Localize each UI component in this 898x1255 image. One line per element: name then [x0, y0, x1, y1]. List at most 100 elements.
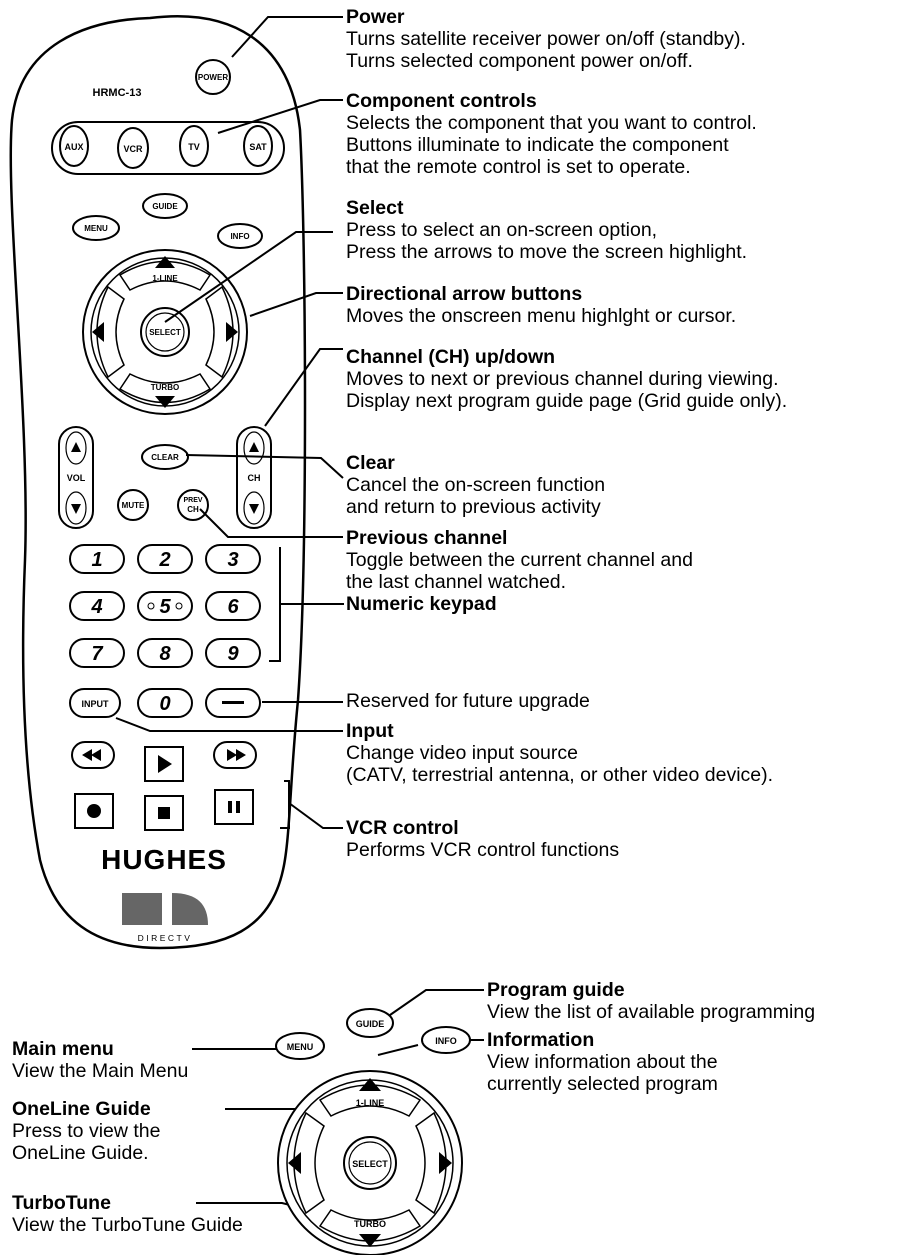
sat-button[interactable]: SAT: [243, 125, 273, 167]
info-desc-1: View information about the: [487, 1051, 718, 1073]
power-desc-1: Turns satellite receiver power on/off (s…: [346, 28, 746, 50]
key-8[interactable]: 8: [137, 638, 193, 668]
guide-button[interactable]: GUIDE: [142, 193, 188, 219]
oneline-title: OneLine Guide: [12, 1098, 151, 1120]
record-button[interactable]: [74, 793, 114, 829]
clear-button[interactable]: CLEAR: [141, 444, 189, 470]
left-arrow-icon: [92, 322, 104, 342]
aux-button[interactable]: AUX: [59, 125, 89, 167]
left-button[interactable]: [92, 285, 125, 379]
vol-up-icon: [71, 442, 81, 452]
key-6[interactable]: 6: [205, 591, 261, 621]
annotation-main-menu: Main menu View the Main Menu: [12, 1038, 188, 1082]
down-arrow-icon: [155, 396, 175, 408]
dash-button[interactable]: [205, 688, 261, 718]
key-7[interactable]: 7: [69, 638, 125, 668]
fast-forward-button[interactable]: [213, 741, 257, 769]
prev-ch-button[interactable]: PREV CH: [177, 489, 209, 521]
right-button[interactable]: [205, 285, 238, 379]
prev-title: Previous channel: [346, 527, 508, 549]
directv-logo-icon: [122, 893, 208, 925]
arrows-title: Directional arrow buttons: [346, 283, 583, 305]
power-title: Power: [346, 6, 405, 28]
turbo-label: TURBO: [151, 383, 179, 392]
annotation-keypad: Numeric keypad: [346, 593, 497, 615]
inset-select-button[interactable]: SELECT: [343, 1136, 397, 1190]
rewind-button[interactable]: [71, 741, 115, 769]
inset-info-label: INFO: [435, 1036, 457, 1046]
pause-button[interactable]: [214, 789, 254, 825]
vol-rocker[interactable]: VOL: [58, 426, 94, 529]
menu-button[interactable]: MENU: [72, 215, 120, 241]
component-housing: [51, 121, 285, 175]
select-title: Select: [346, 197, 404, 219]
key-3[interactable]: 3: [205, 544, 261, 574]
channel-desc-2: Display next program guide page (Grid gu…: [346, 390, 788, 412]
inset-down-button[interactable]: TURBO: [318, 1209, 422, 1247]
record-icon: [87, 804, 101, 818]
channel-desc-1: Moves to next or previous channel during…: [346, 368, 779, 390]
key-1[interactable]: 1: [69, 544, 125, 574]
inset-guide-label: GUIDE: [356, 1019, 385, 1029]
power-label: POWER: [198, 73, 228, 82]
info-title: Information: [487, 1029, 595, 1051]
power-button[interactable]: POWER: [195, 59, 231, 95]
component-desc-2: Buttons illuminate to indicate the compo…: [346, 134, 729, 156]
vol-down-icon: [71, 504, 81, 514]
key-3-label: 3: [227, 549, 238, 571]
info-button[interactable]: INFO: [217, 223, 263, 249]
inset-menu-button[interactable]: MENU: [275, 1032, 325, 1060]
key-4-label: 4: [90, 596, 102, 618]
component-title: Component controls: [346, 90, 537, 112]
ch-label: CH: [248, 473, 261, 483]
key-4[interactable]: 4: [69, 591, 125, 621]
inset-menu-label: MENU: [287, 1042, 314, 1052]
key-5[interactable]: 5: [137, 591, 193, 621]
input-desc-1: Change video input source: [346, 742, 578, 764]
stop-button[interactable]: [144, 795, 184, 831]
key-6-label: 6: [227, 596, 239, 618]
up-arrow-icon: [155, 256, 175, 268]
vcr-title: VCR control: [346, 817, 459, 839]
key-2-label: 2: [158, 549, 170, 571]
ch-rocker[interactable]: CH: [236, 426, 272, 529]
fast-forward-icon: [227, 749, 246, 761]
input-label: INPUT: [82, 699, 110, 709]
tv-button[interactable]: TV: [179, 125, 209, 167]
info-desc-2: currently selected program: [487, 1073, 718, 1095]
component-desc-3: that the remote control is set to operat…: [346, 156, 691, 178]
play-button[interactable]: [144, 746, 184, 782]
down-button[interactable]: TURBO: [118, 373, 212, 408]
up-button[interactable]: 1-LINE: [118, 256, 212, 291]
input-title: Input: [346, 720, 394, 742]
key-0[interactable]: 0: [137, 688, 193, 718]
menu-label: MENU: [84, 224, 108, 233]
inset-left-button[interactable]: [288, 1111, 325, 1215]
annotation-arrows: Directional arrow buttons Moves the onsc…: [346, 283, 736, 327]
key-9[interactable]: 9: [205, 638, 261, 668]
mute-button[interactable]: MUTE: [117, 489, 149, 521]
key-2[interactable]: 2: [137, 544, 193, 574]
inset-info-button[interactable]: INFO: [421, 1026, 471, 1054]
one-line-label: 1-LINE: [152, 274, 178, 283]
annotation-oneline: OneLine Guide Press to view the OneLine …: [12, 1098, 160, 1164]
play-icon: [158, 755, 172, 773]
arrows-desc-1: Moves the onscreen menu highlght or curs…: [346, 305, 737, 327]
annotation-guide: Program guide View the list of available…: [487, 979, 815, 1023]
annotation-power: Power Turns satellite receiver power on/…: [346, 6, 746, 72]
inset-select-label: SELECT: [352, 1159, 388, 1169]
inset-guide-button[interactable]: GUIDE: [346, 1008, 394, 1038]
ch-up-icon: [249, 442, 259, 452]
inset-up-button[interactable]: 1-LINE: [318, 1078, 422, 1117]
vcr-button[interactable]: VCR: [117, 127, 149, 169]
inset-left-arrow-icon: [288, 1152, 301, 1174]
clear-desc-2: and return to previous activity: [346, 496, 601, 518]
input-desc-2: (CATV, terrestrial antenna, or other vid…: [346, 764, 774, 786]
inset-right-button[interactable]: [415, 1111, 452, 1215]
key-9-label: 9: [227, 643, 239, 665]
annotation-channel: Channel (CH) up/down Moves to next or pr…: [346, 346, 787, 412]
select-button[interactable]: SELECT: [140, 307, 190, 357]
mute-label: MUTE: [122, 501, 145, 510]
input-button[interactable]: INPUT: [69, 688, 121, 718]
clear-title: Clear: [346, 452, 395, 474]
